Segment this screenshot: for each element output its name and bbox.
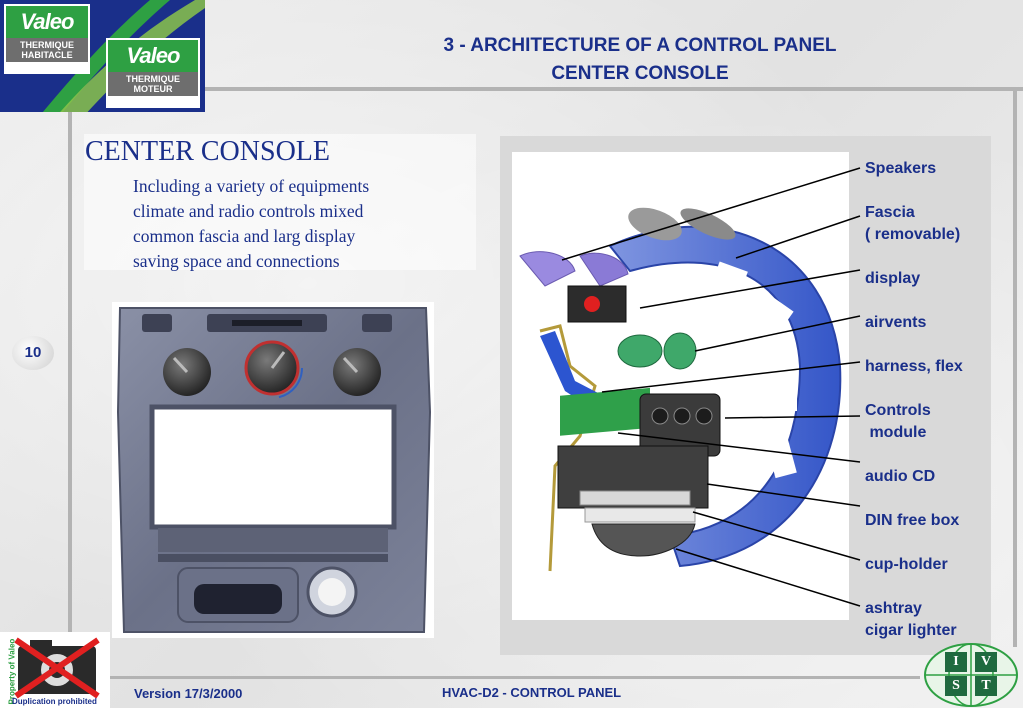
ivst-letter-v: V: [980, 654, 992, 669]
logo-sub: THERMIQUE MOTEUR: [108, 72, 198, 96]
slide-title: 3 - ARCHITECTURE OF A CONTROL PANEL CENT…: [330, 32, 950, 88]
ivst-letter-s: S: [952, 678, 960, 693]
body-line: common fascia and larg display: [133, 226, 356, 246]
airvent: [663, 332, 697, 370]
label-din-free-box: DIN free box: [865, 512, 960, 529]
label-fascia: Fascia ( removable): [865, 204, 961, 243]
ashtray: [591, 523, 696, 557]
body-line: Including a variety of equipments: [133, 176, 370, 196]
section-body: Including a variety of equipments climat…: [133, 174, 463, 274]
speaker-grille: [628, 207, 682, 241]
valeo-logo-moteur: Valeo THERMIQUE MOTEUR: [106, 38, 200, 108]
center-console-image: [116, 307, 432, 633]
center-console-photo: [112, 302, 434, 638]
label-display: display: [865, 270, 921, 287]
logo-brand: Valeo: [108, 40, 198, 72]
label-speakers: Speakers: [865, 160, 937, 177]
property-notice: Property of Valeo: [7, 638, 17, 705]
label-airvents: airvents: [865, 314, 927, 331]
speaker-grille: [680, 208, 736, 240]
ivst-logo: I V S T: [921, 642, 1021, 708]
valeo-logo-area: Valeo THERMIQUE HABITACLE Valeo THERMIQU…: [0, 0, 205, 112]
logo-sub-line2: HABITACLE: [21, 50, 73, 60]
label-harness-flex: harness, flex: [865, 358, 963, 375]
flex-cable: [540, 331, 600, 406]
din-box: [579, 490, 691, 506]
label-audio-cd: audio CD: [865, 468, 936, 485]
slide-title-line2: CENTER CONSOLE: [551, 63, 729, 84]
left-divider: [68, 112, 72, 632]
duplication-notice: Duplication prohibited: [12, 697, 97, 706]
valeo-logo-habitacle: Valeo THERMIQUE HABITACLE: [4, 4, 90, 74]
speaker-cone: [579, 252, 629, 287]
slide-title-line1: 3 - ARCHITECTURE OF A CONTROL PANEL: [443, 35, 837, 56]
airvent: [617, 334, 663, 368]
cup-holder: [584, 507, 696, 523]
label-ashtray-cigar-lighter: ashtray cigar lighter: [865, 600, 957, 639]
callout-lines: [561, 167, 861, 607]
logo-sub-line2: MOTEUR: [133, 84, 173, 94]
right-divider: [1013, 87, 1017, 647]
fascia-shape: [608, 225, 842, 568]
logo-brand: Valeo: [6, 6, 88, 38]
label-cup-holder: cup-holder: [865, 556, 948, 573]
body-line: saving space and connections: [133, 251, 340, 271]
harness: [539, 324, 597, 572]
page-number: 10: [12, 336, 54, 370]
section-title: CENTER CONSOLE: [85, 136, 330, 167]
ivst-letter-i: I: [953, 654, 959, 669]
controls-module-pcb: [560, 387, 650, 436]
text-panel: [84, 134, 476, 270]
version-label: Version 17/3/2000: [134, 686, 243, 701]
exploded-diagram: [519, 167, 861, 607]
logo-sub-line1: THERMIQUE: [126, 74, 180, 84]
logo-sub-line1: THERMIQUE: [20, 40, 74, 50]
footer-divider: [110, 676, 920, 679]
header-divider: [205, 87, 1023, 91]
body-line: climate and radio controls mixed: [133, 201, 364, 221]
globe-icon: [924, 643, 1018, 707]
speaker-cone: [519, 251, 576, 287]
label-controls-module: Controls module: [865, 402, 931, 441]
ivst-letter-t: T: [981, 678, 991, 693]
no-camera-icon: [0, 632, 110, 708]
logo-sub: THERMIQUE HABITACLE: [6, 38, 88, 62]
footer-title: HVAC-D2 - CONTROL PANEL: [442, 685, 622, 700]
